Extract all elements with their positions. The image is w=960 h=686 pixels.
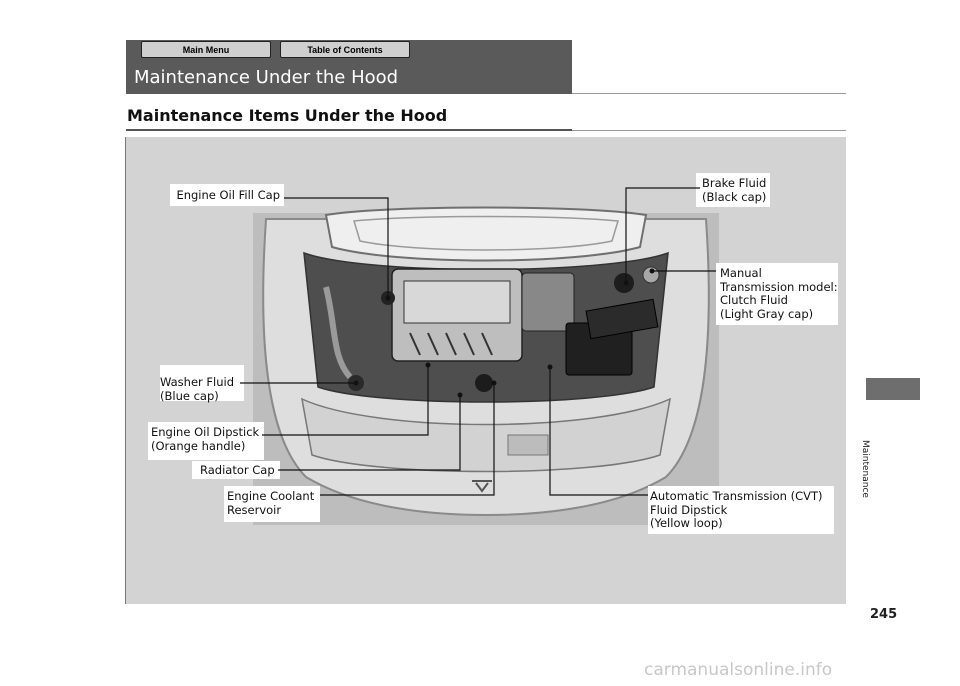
figure-edge — [125, 137, 126, 604]
label-manual-clutch-fluid: Manual Transmission model: Clutch Fluid … — [720, 266, 838, 321]
section-title: Maintenance Items Under the Hood — [127, 106, 448, 125]
engine-bay-illustration — [148, 173, 838, 534]
chapter-label: Maintenance — [860, 440, 870, 498]
label-engine-oil-dipstick: Engine Oil Dipstick (Orange handle) — [151, 425, 260, 453]
label-engine-coolant-reservoir: Engine Coolant Reservoir — [227, 489, 315, 517]
label-cvt-fluid-dipstick: Automatic Transmission (CVT) Fluid Dipst… — [650, 489, 823, 530]
main-menu-button[interactable]: Main Menu — [141, 41, 271, 58]
label-radiator-cap: Radiator Cap — [200, 463, 275, 477]
engine-bay-figure: Engine Oil Fill Cap Brake Fluid (Black c… — [126, 137, 846, 604]
page-number: 245 — [870, 607, 898, 622]
section-divider-light — [572, 130, 846, 131]
watermark: carmanualsonline.info — [644, 660, 833, 680]
header-divider — [572, 93, 846, 94]
chapter-tab[interactable] — [866, 378, 920, 400]
label-washer-fluid: Washer Fluid (Blue cap) — [160, 375, 235, 403]
page-title: Maintenance Under the Hood — [134, 67, 399, 88]
label-engine-oil-fill-cap: Engine Oil Fill Cap — [176, 188, 280, 202]
section-divider — [126, 129, 572, 131]
label-brake-fluid: Brake Fluid (Black cap) — [702, 176, 767, 204]
table-of-contents-button[interactable]: Table of Contents — [280, 41, 410, 58]
